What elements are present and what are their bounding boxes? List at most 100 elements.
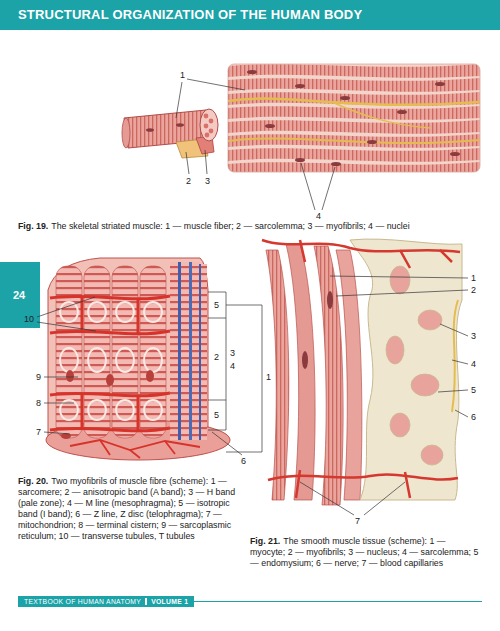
illustration-path bbox=[268, 474, 458, 480]
illustration-line bbox=[208, 292, 226, 293]
illustration-path bbox=[228, 64, 480, 78]
illustration-line bbox=[301, 163, 315, 210]
illustration-path bbox=[50, 296, 170, 299]
callout-number: 3 bbox=[205, 176, 210, 186]
illustration-line bbox=[455, 410, 468, 417]
illustration-ellipse bbox=[302, 351, 308, 369]
figure-number: Fig. 20. bbox=[18, 476, 48, 486]
caption-text: Two myofibrils of muscle fibre (scheme):… bbox=[18, 476, 235, 541]
illustration-ellipse bbox=[418, 310, 442, 330]
illustration-line bbox=[37, 322, 96, 331]
illustration-g bbox=[300, 276, 468, 515]
illustration-path bbox=[296, 470, 410, 498]
illustration-ellipse bbox=[146, 370, 154, 382]
illustration-ellipse bbox=[200, 109, 218, 141]
illustration-ellipse bbox=[116, 302, 134, 322]
callout-number: 5 bbox=[214, 300, 219, 310]
illustration-line bbox=[44, 377, 78, 378]
figure-caption: Fig. 21.The smooth muscle tissue (scheme… bbox=[250, 536, 482, 569]
callout-number: 2 bbox=[186, 176, 191, 186]
footer-text: VOLUME 1 bbox=[145, 598, 188, 605]
callout-number: 3 bbox=[230, 348, 235, 358]
illustration-rect bbox=[112, 266, 138, 438]
illustration-ellipse bbox=[435, 82, 445, 86]
illustration-ellipse bbox=[144, 400, 162, 420]
illustration-ellipse bbox=[66, 370, 74, 382]
illustration-ellipse bbox=[144, 348, 162, 372]
illustration-path bbox=[350, 239, 462, 500]
caption-text: The smooth muscle tissue (scheme): 1 — m… bbox=[250, 536, 478, 568]
illustration-line bbox=[226, 318, 227, 400]
illustration-g bbox=[46, 258, 230, 460]
illustration-ellipse bbox=[295, 84, 305, 88]
illustration-path bbox=[228, 120, 480, 134]
callout-number: 7 bbox=[36, 427, 41, 437]
illustration-ellipse bbox=[390, 413, 410, 437]
footer-bar: TEXTBOOK OF HUMAN ANATOMY VOLUME 1 bbox=[18, 596, 194, 607]
figure-caption: Fig. 19.The skeletal striated muscle: 1 … bbox=[18, 221, 488, 232]
illustration-rect bbox=[201, 264, 207, 440]
illustration-line bbox=[336, 290, 468, 296]
illustration-line bbox=[226, 305, 262, 306]
illustration-ellipse bbox=[367, 140, 377, 144]
illustration-path bbox=[228, 106, 480, 120]
illustration-path bbox=[330, 101, 430, 128]
callout-number: 9 bbox=[36, 372, 41, 382]
illustration-ellipse bbox=[146, 128, 154, 132]
illustration-path bbox=[314, 246, 343, 505]
illustration-rect bbox=[189, 262, 192, 440]
illustration-rect bbox=[0, 262, 40, 328]
illustration-ellipse bbox=[247, 70, 257, 74]
illustration-ellipse bbox=[144, 302, 162, 322]
callout-number: 5 bbox=[471, 385, 476, 395]
illustration-path bbox=[266, 250, 289, 500]
illustration-path bbox=[228, 134, 480, 148]
illustration-ellipse bbox=[60, 348, 78, 372]
illustration-ellipse bbox=[390, 266, 410, 294]
illustration-rect bbox=[181, 262, 189, 440]
illustration-rect bbox=[140, 266, 166, 438]
illustration-ellipse bbox=[397, 110, 407, 114]
illustration-path bbox=[336, 250, 362, 500]
illustration-rect bbox=[192, 262, 200, 440]
illustration-g bbox=[60, 302, 162, 420]
illustration-path bbox=[262, 240, 460, 252]
illustration-line bbox=[44, 403, 74, 404]
illustration-line bbox=[452, 360, 468, 364]
illustration-path bbox=[70, 440, 200, 450]
illustration-g bbox=[70, 440, 200, 458]
illustration-path bbox=[50, 428, 170, 431]
illustration-g bbox=[262, 239, 462, 505]
figure-number: Fig. 19. bbox=[18, 221, 48, 231]
illustration-rect bbox=[178, 262, 181, 440]
illustration-path bbox=[452, 300, 458, 412]
illustration-ellipse bbox=[265, 124, 275, 128]
illustration-circle bbox=[204, 124, 209, 129]
page-header: STRUCTURAL ORGANIZATION OF THE HUMAN BOD… bbox=[18, 7, 362, 23]
callout-number: 7 bbox=[355, 516, 360, 526]
illustration-rect bbox=[84, 266, 110, 438]
illustration-ellipse bbox=[60, 302, 78, 322]
illustration-path bbox=[228, 138, 480, 143]
illustration-path bbox=[228, 162, 480, 172]
figure-number: Fig. 21. bbox=[250, 536, 280, 546]
footer-text: TEXTBOOK OF HUMAN ANATOMY bbox=[24, 598, 141, 605]
illustration-line bbox=[262, 305, 263, 452]
illustration-line bbox=[330, 276, 468, 278]
illustration-circle bbox=[209, 119, 214, 124]
illustration-line bbox=[438, 390, 468, 392]
illustration-ellipse bbox=[88, 348, 106, 372]
callout-number: 1 bbox=[266, 372, 271, 382]
illustration-line bbox=[364, 482, 405, 515]
callout-number: 4 bbox=[471, 359, 476, 369]
illustration-g bbox=[50, 296, 170, 431]
illustration-path bbox=[100, 440, 175, 458]
illustration-g bbox=[122, 109, 218, 158]
illustration-g bbox=[386, 266, 443, 465]
callout-number: 6 bbox=[241, 456, 246, 466]
callout-number: 5 bbox=[214, 410, 219, 420]
illustration-path bbox=[228, 148, 480, 162]
illustration-rect bbox=[0, 0, 500, 30]
illustration-path bbox=[300, 240, 452, 268]
